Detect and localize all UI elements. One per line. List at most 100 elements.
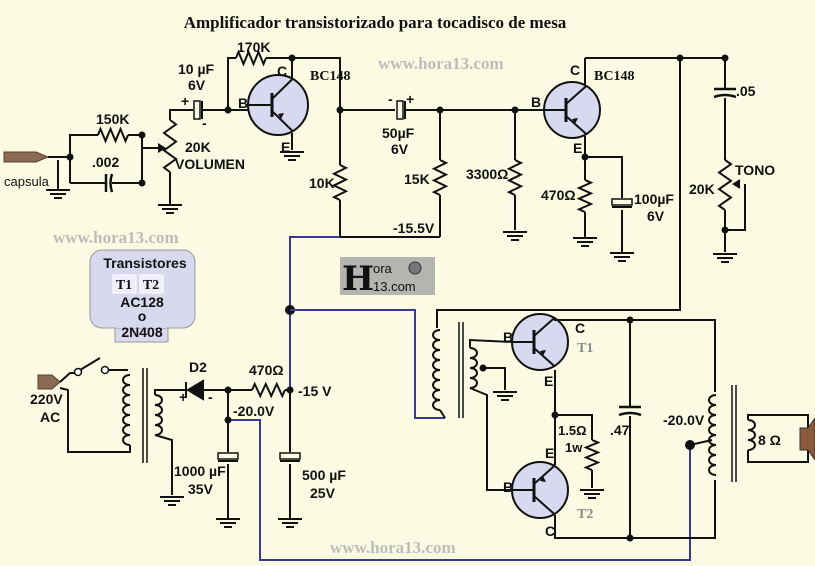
- plus-sign: +: [179, 389, 187, 405]
- emitter-arrow: [572, 118, 578, 124]
- cap-1000uf-label: 1000 µF: [174, 463, 226, 479]
- wire: [469, 338, 513, 348]
- capsula-label: capsula: [4, 174, 50, 189]
- ac-label: AC: [40, 409, 60, 425]
- box-model1: AC128: [120, 294, 164, 310]
- wire: [69, 134, 98, 183]
- electrolytic-capacitor: [217, 452, 239, 460]
- resistor: [717, 159, 733, 211]
- switch-contact: [73, 367, 83, 377]
- ground-icon: [280, 151, 304, 161]
- t1-e-label: E: [281, 139, 290, 155]
- electrolytic-capacitor: [193, 100, 201, 120]
- watermark: www.hora13.com: [330, 538, 456, 557]
- r-15k-label: 15K: [404, 171, 430, 187]
- cap-47-label: .47: [610, 422, 630, 438]
- ground-icon: [580, 489, 604, 499]
- supply-wire: [290, 309, 445, 419]
- ground-icon: [493, 391, 517, 401]
- power-transformer-primary: [122, 374, 131, 446]
- r-15-power: 1w: [565, 440, 583, 455]
- wire: [59, 387, 131, 453]
- capacitor: [618, 405, 642, 417]
- output-transformer-secondary: [747, 419, 756, 451]
- cap-1000uf-voltage: 35V: [188, 481, 214, 497]
- logo: H ora 13.com: [340, 257, 435, 299]
- ground-icon: [46, 189, 70, 199]
- ground-icon: [278, 518, 302, 528]
- wire: [555, 414, 593, 440]
- t2-e-label: E: [573, 140, 582, 156]
- t1-out-c-label: C: [575, 320, 585, 336]
- cap-05-label: .05: [736, 83, 756, 99]
- wire: [747, 450, 809, 463]
- transistor-emitter: [533, 465, 555, 485]
- ground-icon: [713, 253, 737, 263]
- resistor: [576, 179, 594, 213]
- logo-letter: H: [342, 259, 374, 299]
- transistors-info-box: Transistores T1 T2 AC128 o 2N408: [89, 249, 196, 343]
- junction-dot: [138, 179, 146, 187]
- wire: [483, 367, 506, 390]
- supply-wire: [228, 419, 691, 561]
- r-15-label: 1.5Ω: [558, 423, 587, 438]
- diode-label: D2: [189, 359, 207, 375]
- wire: [154, 389, 186, 395]
- box-model2: 2N408: [121, 324, 162, 340]
- r-10k-label: 10K: [309, 175, 335, 191]
- bc148-label-2: BC148: [594, 69, 634, 84]
- ground-icon: [160, 496, 184, 506]
- plus-sign: +: [181, 93, 189, 109]
- transistor-collector: [271, 78, 293, 100]
- wire: [436, 58, 681, 328]
- capacitor: [713, 87, 737, 99]
- t1-out-e-label: E: [544, 373, 553, 389]
- cap-500uf-label: 500 µF: [302, 467, 346, 483]
- voltage-15-5: -15.5V: [393, 220, 435, 236]
- resistor: [235, 49, 267, 67]
- resistor: [97, 126, 129, 144]
- box-or: o: [138, 308, 147, 324]
- plus-sign: +: [406, 91, 414, 107]
- resistor: [162, 119, 178, 173]
- volumen-label: VOLUMEN: [175, 156, 245, 172]
- r-150k-label: 150K: [96, 111, 129, 127]
- power-plug-icon: [37, 374, 61, 390]
- watermark: www.hora13.com: [378, 54, 504, 73]
- wire: [169, 109, 193, 120]
- cap-500uf-voltage: 25V: [310, 485, 336, 501]
- transformer-core: [731, 385, 737, 482]
- ground-icon: [503, 231, 527, 241]
- ground-icon: [610, 252, 634, 262]
- wire: [469, 387, 512, 491]
- resistor: [583, 439, 601, 471]
- cap-50uf-label: 50µF: [382, 125, 415, 141]
- diode-icon: [185, 379, 204, 401]
- r-470-supply-label: 470Ω: [249, 362, 284, 378]
- electrolytic-capacitor: [279, 452, 301, 460]
- transistor-collector: [565, 85, 587, 105]
- wire: [554, 318, 716, 392]
- wire: [725, 184, 746, 231]
- transformer-secondary: [469, 347, 478, 389]
- t2-b-label: B: [531, 94, 541, 110]
- ground-icon: [573, 237, 597, 247]
- voltage-20: -20.0V: [233, 403, 275, 419]
- t1-c-label: C: [277, 63, 287, 79]
- transistor-emitter: [271, 110, 293, 132]
- supply-wire: [289, 236, 340, 390]
- resistor: [506, 159, 524, 196]
- phono-cartridge-icon: [3, 151, 50, 163]
- transistor-emitter: [565, 115, 587, 135]
- speaker-label: 8 Ω: [758, 432, 781, 448]
- t2-c-label: C: [570, 62, 580, 78]
- r-470-label: 470Ω: [541, 187, 576, 203]
- wire: [439, 409, 446, 419]
- cap-100uf-voltage: 6V: [647, 208, 665, 224]
- transformer-core: [142, 368, 148, 463]
- capacitor: [104, 173, 114, 193]
- box-t2: T2: [143, 278, 159, 293]
- title: Amplificador transistorizado para tocadi…: [184, 13, 567, 32]
